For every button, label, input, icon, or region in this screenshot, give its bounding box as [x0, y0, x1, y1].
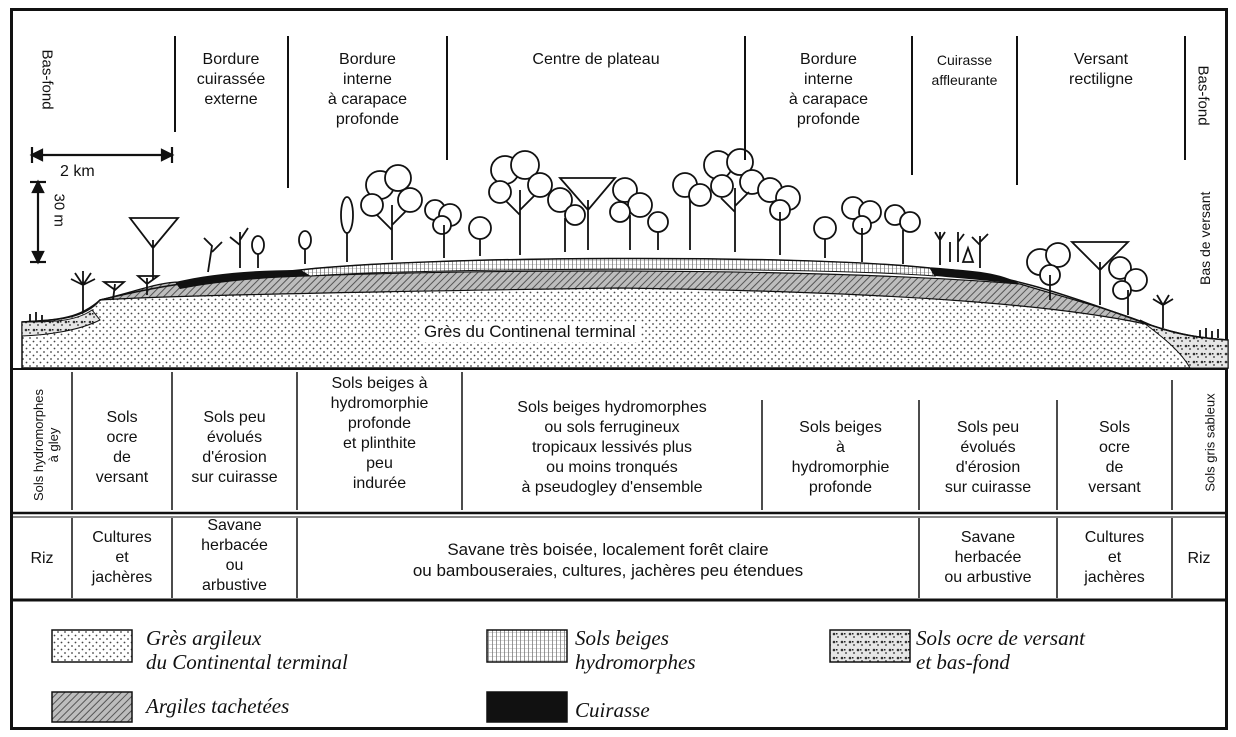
soil-beiges-profonde: Sols beiges à hydromorphie profonde — [762, 418, 919, 498]
legend-label-gres: Grès argileux du Continental terminal — [146, 626, 466, 674]
soil-beiges-hydromorphes: Sols beiges hydromorphes ou sols ferrugi… — [462, 398, 762, 498]
legend-swatch-sols-beiges — [487, 630, 567, 662]
zone-versant-rectiligne: Versant rectiligne — [1018, 50, 1184, 90]
veg-riz-right: Riz — [1172, 549, 1226, 569]
cross-section-label: Grès du Continenal terminal — [420, 322, 640, 342]
zone-bordure-interne-left: Bordure interne à carapace profonde — [290, 50, 445, 130]
legend-label-argiles: Argiles tachetées — [146, 694, 466, 718]
scale-horizontal-label: 2 km — [60, 162, 120, 182]
legend-swatch-cuirasse — [487, 692, 567, 722]
legend-label-sols-ocre: Sols ocre de versant et bas-fond — [916, 626, 1216, 674]
veg-cultures-right: Cultures et jachères — [1057, 528, 1172, 588]
zone-bas-fond-left: Bas-fond — [39, 50, 56, 120]
soil-beiges-plinthite: Sols beiges à hydromorphie profonde et p… — [297, 374, 462, 494]
veg-savane-left: Savane herbacée ou arbustive — [172, 516, 297, 596]
legend-swatch-argiles — [52, 692, 132, 722]
zone-bas-fond-right: Bas-fond — [1195, 66, 1212, 136]
legend-label-sols-beiges: Sols beiges hydromorphes — [575, 626, 795, 674]
soil-peu-evolues-left: Sols peu évolués d'érosion sur cuirasse — [172, 408, 297, 488]
soil-ocre-right: Sols ocre de versant — [1057, 418, 1172, 498]
veg-savane-right: Savane herbacée ou arbustive — [919, 528, 1057, 588]
veg-cultures-left: Cultures et jachères — [72, 528, 172, 588]
side-label-bas-de-versant: Bas de versant — [1197, 175, 1213, 285]
soil-peu-evolues-right: Sols peu évolués d'érosion sur cuirasse — [919, 418, 1057, 498]
soil-ocre-left: Sols ocre de versant — [72, 408, 172, 488]
soil-gris-sableux: Sols gris sableux — [1203, 378, 1218, 508]
zone-cuirasse-affleurante: Cuirasse affleurante — [912, 50, 1017, 90]
zone-bordure-externe: Bordure cuirassée externe — [175, 50, 287, 110]
scale-vertical-label: 30 m — [51, 194, 68, 244]
veg-riz-left: Riz — [12, 549, 72, 569]
legend-swatch-gres — [52, 630, 132, 662]
legend-label-cuirasse: Cuirasse — [575, 698, 795, 722]
veg-savane-boisee: Savane très boisée, localement forêt cla… — [297, 539, 919, 581]
soil-hydromorphes-gley: Sols hydromorphes à gley — [31, 375, 61, 515]
zone-bordure-interne-right: Bordure interne à carapace profonde — [746, 50, 911, 130]
legend-swatch-sols-ocre — [830, 630, 910, 662]
zone-centre-plateau: Centre de plateau — [448, 50, 744, 70]
